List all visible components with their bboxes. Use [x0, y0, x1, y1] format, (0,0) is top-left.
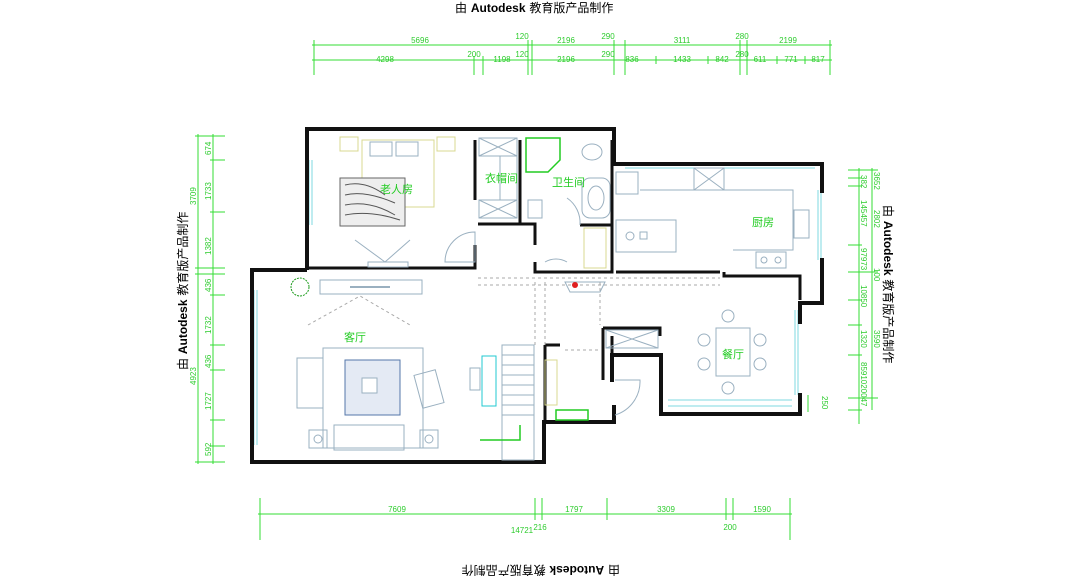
dim-label: 436: [204, 354, 213, 368]
top-dimensions: 5696 120 2196 290 3111 280 2199 4298 200…: [312, 32, 832, 75]
dim-label: 3309: [657, 505, 675, 514]
dim-label: 5696: [411, 36, 429, 45]
dim-label: 14721: [511, 526, 534, 535]
dim-label: 771: [784, 55, 798, 64]
dining-table: [697, 309, 767, 395]
room-label-bathroom: 卫生间: [552, 175, 585, 189]
room-label-elder-bedroom: 老人房: [380, 183, 413, 196]
room-label-dining-room: 餐厅: [722, 347, 744, 361]
bed: [339, 136, 456, 268]
dim-label: 611: [754, 55, 767, 64]
dim-label: 1797: [565, 505, 583, 514]
dining-window-dimension: 250: [807, 395, 829, 412]
dim-label: 7609: [388, 505, 406, 514]
dim-label: 4923: [189, 367, 198, 385]
dim-label: 2199: [779, 36, 797, 45]
dim-label: 120: [515, 32, 529, 41]
dim-label: 280: [735, 50, 749, 59]
dim-label: 290: [601, 50, 615, 59]
dim-label: 3590: [872, 330, 881, 348]
dim-label: 1590: [753, 505, 771, 514]
openings: [478, 277, 720, 351]
dim-label: 4298: [376, 55, 394, 64]
dim-label: 382: [859, 175, 868, 189]
dim-label: 8591020047: [859, 362, 868, 407]
kitchen-fixtures: [615, 167, 810, 269]
bottom-dimensions: 7609 216 1797 3309 200 1590 14721: [258, 498, 792, 540]
exterior-wall: [250, 127, 824, 464]
dim-label: 200: [467, 50, 481, 59]
dim-label: 280: [735, 32, 749, 41]
dim-label: 592: [204, 442, 213, 456]
dim-label: 145457: [859, 200, 868, 227]
dim-label: 1320: [859, 330, 868, 348]
living-room-furniture: [290, 277, 497, 451]
dim-label: 3111: [674, 36, 691, 45]
staircase: [480, 344, 535, 461]
dim-label: 216: [533, 523, 547, 532]
dim-label: 2196: [557, 36, 575, 45]
room-label-cloakroom: 衣帽间: [485, 171, 518, 185]
watermark-right: 由 Autodesk 教育版产品制作: [881, 205, 896, 363]
dim-label: 3709: [189, 187, 198, 205]
left-dimensions: 3709 4923 674 1733 1382 436 1732 436 172…: [189, 134, 225, 464]
dim-label: 120: [515, 50, 529, 59]
dim-label: 2802: [872, 210, 881, 228]
dim-label: 1727: [204, 392, 213, 410]
dim-label: 674: [204, 141, 213, 155]
dim-label: 10850: [859, 285, 868, 308]
svg-text:250: 250: [820, 396, 829, 410]
dim-label: 1732: [204, 316, 213, 334]
doors: [444, 197, 641, 416]
dim-label: 97973: [859, 248, 868, 271]
dim-label: 836: [625, 55, 639, 64]
dim-label: 842: [715, 55, 729, 64]
dim-label: 1433: [673, 55, 691, 64]
dim-label: 1733: [204, 182, 213, 200]
dim-label: 3652: [872, 172, 881, 190]
right-dimensions: 382 145457 97973 10850 1320 8591020047 3…: [848, 168, 881, 424]
dim-label: 290: [601, 32, 615, 41]
storage-fixtures: [544, 281, 659, 421]
watermark-left: 由 Autodesk 教育版产品制作: [175, 212, 190, 370]
watermark-bottom: 由 Autodesk 教育版产品制作: [462, 563, 620, 576]
dim-label: 2196: [557, 55, 575, 64]
bathroom-fixtures: [525, 137, 611, 269]
dim-label: 200: [723, 523, 737, 532]
room-label-kitchen: 厨房: [752, 216, 774, 229]
dim-label: 100: [872, 268, 881, 282]
dim-label: 1382: [204, 237, 213, 255]
dim-label: 817: [811, 55, 825, 64]
wardrobe: [478, 137, 518, 219]
watermark-top: 由 Autodesk 教育版产品制作: [455, 0, 613, 15]
dim-label: 1198: [493, 55, 511, 64]
dim-label: 436: [204, 278, 213, 292]
windows: [253, 160, 822, 445]
room-label-living-room: 客厅: [344, 330, 366, 344]
